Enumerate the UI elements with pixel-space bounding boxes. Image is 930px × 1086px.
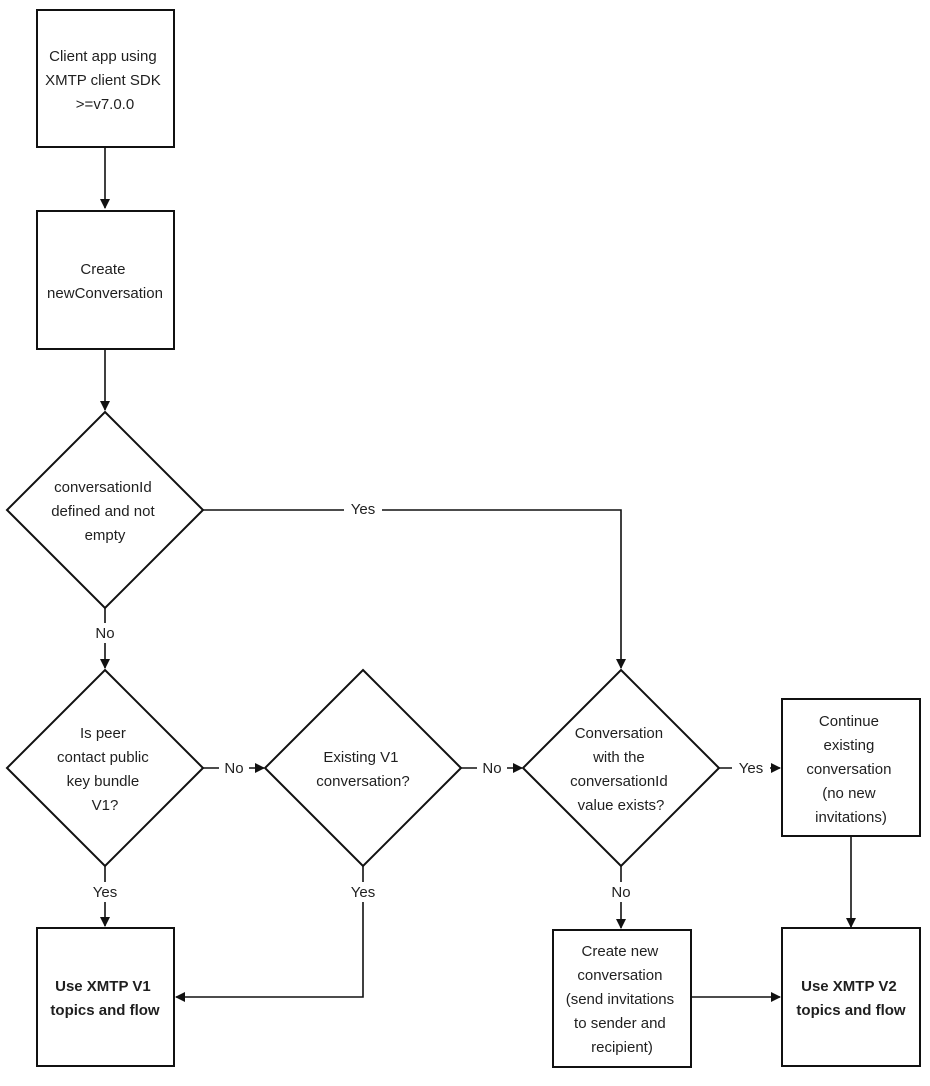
use-v1-text: Use XMTP V1 topics and flow [50,978,160,1019]
use-v2-text: Use XMTP V2 topics and flow [796,978,906,1019]
node-existing-v1-check: Existing V1 conversation? [263,668,463,868]
conversation-id-check-text: conversationId defined and not empty [51,479,159,544]
label-peer-no: No [224,760,243,777]
node-continue-existing: Continue existing conversation (no new i… [781,698,921,837]
label-convid-yes: Yes [351,501,375,518]
conversation-exists-check-text: Conversation with the conversationId val… [570,725,672,814]
node-client-app: Client app using XMTP client SDK >=v7.0.… [36,9,175,148]
existing-v1-check-text: Existing V1 conversation? [316,749,409,790]
node-create-conversation: Create newConversation [36,210,175,350]
create-new-text: Create new conversation (send invitation… [566,943,679,1056]
edges [100,148,856,1002]
edge-convid-yes [203,509,626,669]
label-conv-exists-no: No [611,884,630,901]
label-peer-yes: Yes [93,884,117,901]
edge-existing-v1-yes [175,866,364,1002]
label-existing-v1-no: No [482,760,501,777]
label-existing-v1-yes: Yes [351,884,375,901]
peer-bundle-check-text: Is peer contact public key bundle V1? [57,725,153,814]
label-conv-exists-yes: Yes [739,760,763,777]
node-conversation-id-check: conversationId defined and not empty [5,410,205,610]
node-conversation-exists-check: Conversation with the conversationId val… [521,668,721,868]
node-use-v1: Use XMTP V1 topics and flow [36,927,175,1067]
edge-labels: Yes No No Yes No Yes Yes No [86,499,770,902]
node-create-new: Create new conversation (send invitation… [552,929,692,1068]
create-conversation-text: Create newConversation [47,261,163,302]
node-use-v2: Use XMTP V2 topics and flow [781,927,921,1067]
label-convid-no: No [95,625,114,642]
continue-existing-text: Continue existing conversation (no new i… [806,713,895,826]
client-app-text: Client app using XMTP client SDK >=v7.0.… [45,48,165,113]
node-peer-bundle-check: Is peer contact public key bundle V1? [5,668,205,868]
